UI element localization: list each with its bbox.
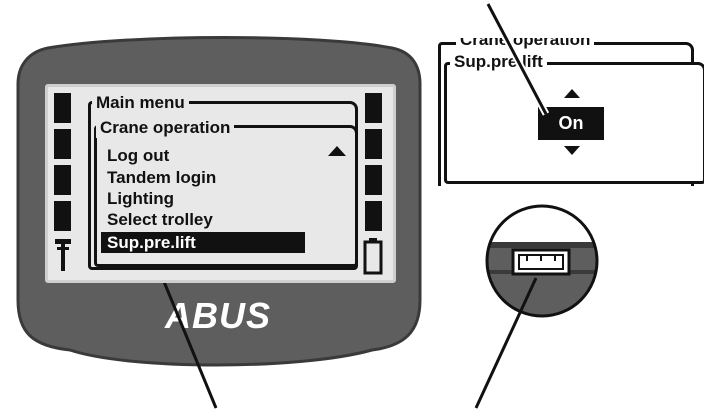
detail-parent-title: Crane operation — [456, 38, 595, 50]
menu-item-sup-pre-lift[interactable]: Sup.pre.lift — [101, 232, 305, 253]
up-triangle-icon — [328, 146, 346, 156]
hook-icon — [55, 239, 71, 271]
abus-logo: ABUS — [164, 295, 271, 336]
menu-item-lighting[interactable]: Lighting — [107, 189, 175, 208]
callout-line-connector — [474, 277, 538, 409]
main-menu-title: Main menu — [92, 93, 189, 113]
battery-icon — [363, 238, 383, 275]
detail-title: Sup.pre.lift — [450, 52, 547, 72]
left-bar-segment — [54, 129, 71, 159]
value-on[interactable]: On — [538, 107, 604, 140]
connector-detail — [485, 204, 599, 318]
detail-panel: Crane operation Sup.pre.lift On — [436, 38, 704, 186]
menu-item-select-trolley[interactable]: Select trolley — [107, 210, 213, 229]
menu-item-tandem-login[interactable]: Tandem login — [107, 168, 217, 187]
left-bar-segment — [54, 165, 71, 195]
connector-icon — [511, 248, 571, 276]
menu-item-log-out[interactable]: Log out — [107, 146, 170, 165]
right-bar-segment — [365, 129, 382, 159]
down-triangle-icon[interactable] — [564, 146, 580, 155]
submenu-title: Crane operation — [96, 118, 235, 138]
right-bar-segment — [365, 93, 382, 123]
up-triangle-icon[interactable] — [564, 89, 580, 98]
logo-text: ABUS — [164, 295, 271, 336]
left-bar-segment — [54, 93, 71, 123]
left-bar-segment — [54, 201, 71, 231]
right-bar-segment — [365, 201, 382, 231]
right-bar-segment — [365, 165, 382, 195]
lcd-screen: Main menu Crane operation Log out Tandem… — [45, 84, 396, 283]
